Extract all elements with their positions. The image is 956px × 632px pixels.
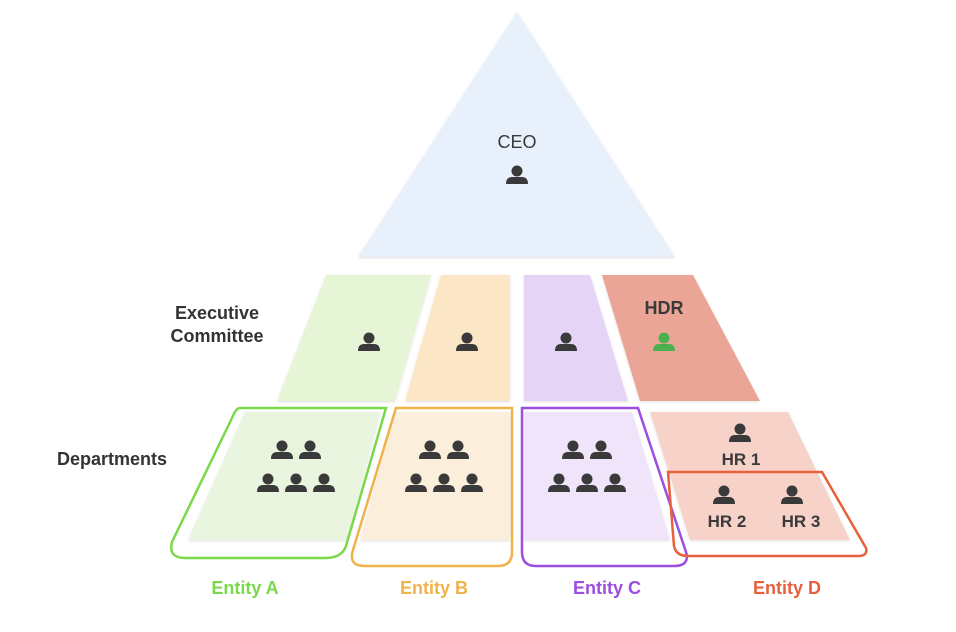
hdr-label: HDR [645, 298, 684, 318]
ceo-tier [358, 12, 675, 257]
executive-committee-label-line2: Committee [170, 326, 263, 346]
dept-panel-entity-d [650, 412, 850, 540]
entity-d-outline [666, 470, 868, 558]
exec-panel-entity-d [602, 275, 760, 401]
entity-d-label: Entity D [753, 578, 821, 598]
exec-panel-entity-c [524, 275, 628, 401]
dept-panel-entity-a [188, 412, 380, 540]
entity-b-label: Entity B [400, 578, 468, 598]
departments-label: Departments [57, 449, 167, 469]
entity-c-label: Entity C [573, 578, 641, 598]
hr3-label: HR 3 [782, 512, 821, 531]
hr1-label: HR 1 [722, 450, 761, 469]
exec-panel-entity-b [405, 275, 510, 401]
entity-a-label: Entity A [211, 578, 278, 598]
dept-panel-entity-b [360, 412, 510, 540]
entity-a-outline [170, 406, 388, 560]
dept-panel-entity-c [524, 412, 670, 540]
hr2-label: HR 2 [708, 512, 747, 531]
ceo-label: CEO [497, 132, 536, 152]
executive-committee-label-line1: Executive [175, 303, 259, 323]
exec-panel-entity-a [277, 275, 431, 401]
entity-b-outline [350, 406, 514, 568]
